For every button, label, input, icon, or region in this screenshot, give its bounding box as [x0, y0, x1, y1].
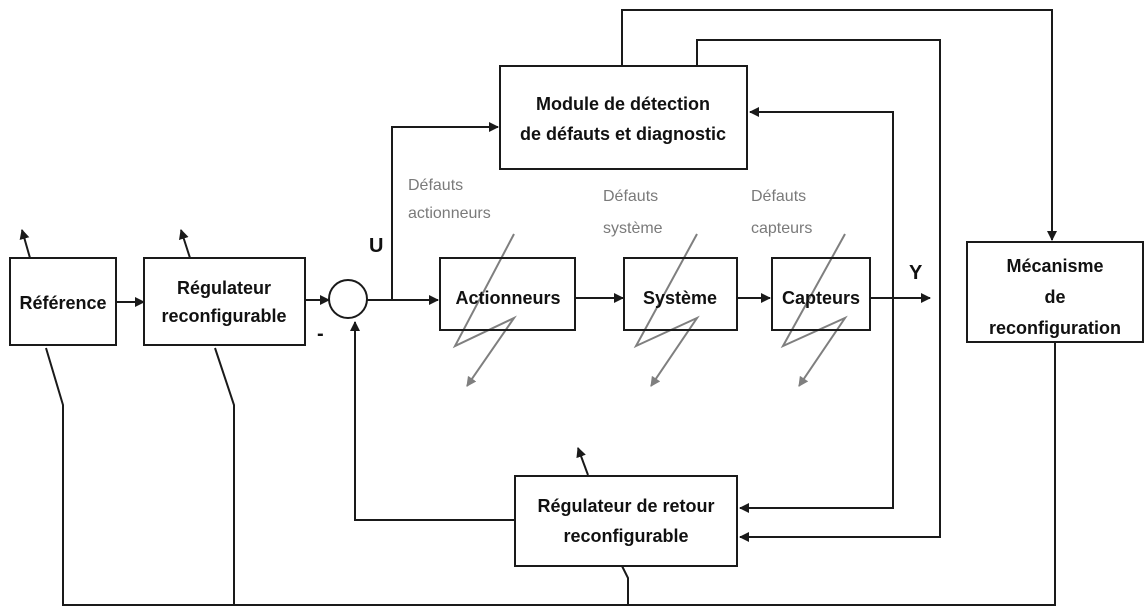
- reconfig-bus-to-feedback: [621, 565, 629, 605]
- sensors-block: Capteurs: [771, 257, 871, 331]
- fdd-module-block: Module de détection de défauts et diagno…: [499, 65, 748, 170]
- system-label: Système: [643, 288, 717, 308]
- arrow-y-to-feedback: [739, 298, 894, 513]
- sensor-faults-label-line1: Défauts: [751, 188, 806, 205]
- arrow-fdd-to-feedback: [696, 39, 941, 542]
- fdd-label-line2: de défauts et diagnostic: [520, 124, 726, 144]
- reconfig-label-line2: de: [1044, 287, 1065, 307]
- arrow-feedback-to-summing: [350, 321, 515, 521]
- signal-u-label: U: [369, 235, 383, 257]
- actuators-block: Actionneurs: [439, 257, 576, 331]
- sensor-fault-arrow: [780, 233, 848, 387]
- summing-junction: [328, 279, 368, 319]
- actuator-faults-label-line1: Défauts: [408, 177, 463, 194]
- adjust-arrow-regulator: [178, 229, 191, 259]
- arrow-y-to-fdd: [749, 107, 894, 298]
- feedback-regulator-block: Régulateur de retour reconfigurable: [514, 475, 738, 567]
- sensor-faults-label-line2: capteurs: [751, 220, 812, 237]
- system-block: Système: [623, 257, 738, 331]
- feedback-label-line1: Régulateur de retour: [537, 496, 714, 516]
- regulator-label-line2: reconfigurable: [161, 306, 286, 326]
- arrow-u-to-fdd: [391, 122, 499, 300]
- regulator-label-line1: Régulateur: [177, 278, 271, 298]
- adjust-arrow-reference: [19, 229, 31, 259]
- system-faults-label-line1: Défauts: [603, 188, 658, 205]
- actuator-fault-arrow: [452, 233, 517, 387]
- feedback-label-line2: reconfigurable: [563, 526, 688, 546]
- connectors: [19, 9, 1057, 606]
- reference-label: Référence: [19, 293, 106, 313]
- reconfig-label-line1: Mécanisme: [1006, 256, 1103, 276]
- reconfig-bus: [45, 342, 1056, 606]
- reference-block: Référence: [9, 257, 117, 346]
- system-faults-label-line2: système: [603, 220, 663, 237]
- system-fault-arrow: [633, 233, 700, 387]
- fdd-label-line1: Module de détection: [536, 94, 710, 114]
- reconfig-bus-to-regulator: [214, 347, 235, 605]
- actuators-label: Actionneurs: [455, 288, 560, 308]
- reconfiguration-block: Mécanisme de reconfiguration: [966, 241, 1144, 343]
- signal-y-label: Y: [909, 262, 923, 284]
- arrow-fdd-to-reconfig: [621, 9, 1057, 241]
- actuator-faults-label-line2: actionneurs: [408, 205, 491, 222]
- sensors-label: Capteurs: [782, 288, 860, 308]
- adjust-arrow-feedback: [576, 447, 589, 476]
- fault-arrows: [452, 233, 848, 387]
- regulator-block: Régulateur reconfigurable: [143, 257, 306, 346]
- reconfig-label-line3: reconfiguration: [989, 318, 1121, 338]
- minus-sign: -: [317, 323, 324, 345]
